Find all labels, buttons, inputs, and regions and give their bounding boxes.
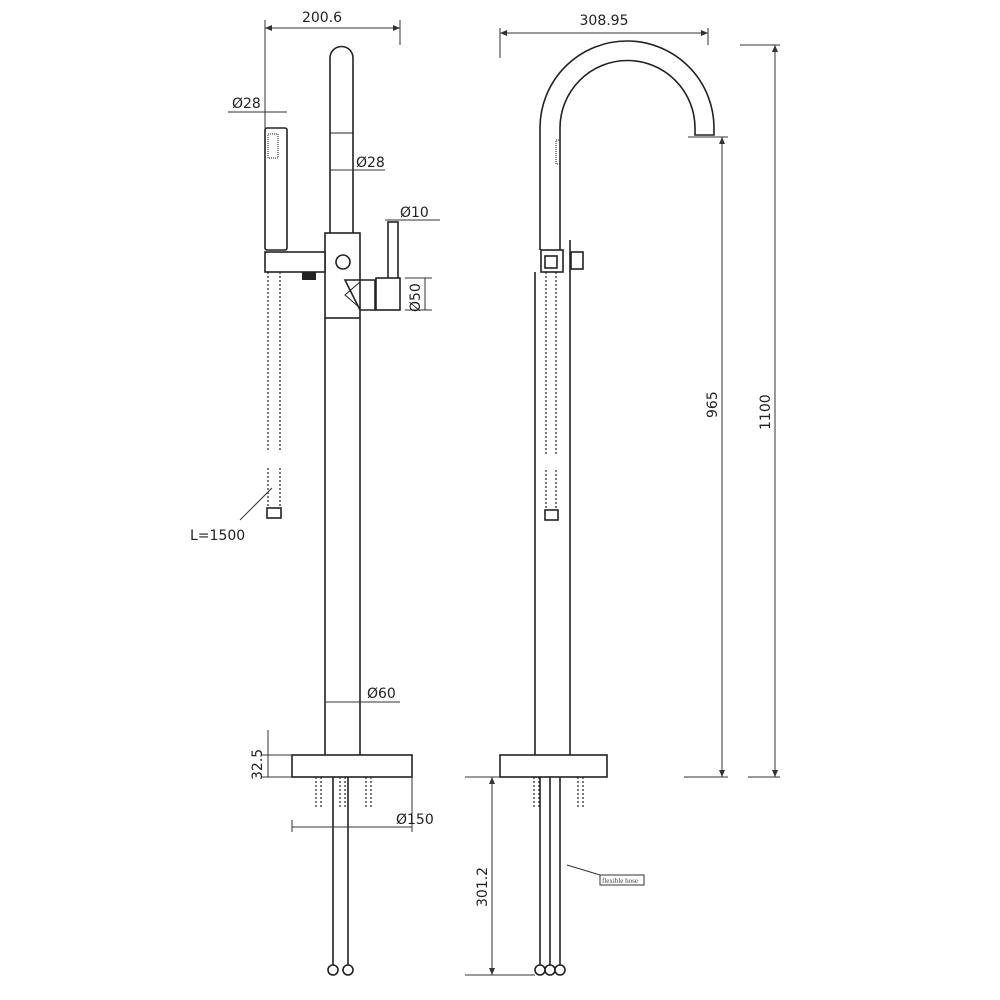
diverter-knob xyxy=(335,254,351,270)
supply-tails xyxy=(315,777,372,808)
side-base-plate xyxy=(499,754,608,778)
lever xyxy=(387,221,399,283)
handshower xyxy=(264,127,288,251)
base-plate xyxy=(291,754,413,778)
gooseneck-spout xyxy=(539,40,715,250)
width-dimension: 200.6 xyxy=(302,10,342,26)
handle-diameter: Ø50 xyxy=(408,283,424,312)
reach-dimension: 308.95 xyxy=(580,13,629,29)
handshower-holder xyxy=(264,251,326,273)
handle xyxy=(375,277,401,311)
base-diameter: Ø150 xyxy=(396,812,434,828)
front-view: 200.6 Ø28 Ø28 Ø10 Ø50 Ø60 32.5 Ø150 L=15… xyxy=(190,10,440,976)
lever-diameter: Ø10 xyxy=(400,205,429,221)
base-height: 32.5 xyxy=(250,749,266,780)
flexible-hose-label: flexible hose xyxy=(602,877,638,885)
spout-height: 965 xyxy=(705,391,721,418)
shower-hose xyxy=(267,272,281,510)
spout-pipe xyxy=(329,45,354,233)
column-diameter: Ø60 xyxy=(367,686,396,702)
total-height: 1100 xyxy=(758,394,774,430)
hose-length: L=1500 xyxy=(190,528,245,544)
side-supply-pipes xyxy=(539,777,561,965)
mixer-body xyxy=(324,232,361,319)
handshower-diameter: Ø28 xyxy=(232,96,261,112)
supply-length: 301.2 xyxy=(475,867,491,907)
spout-diameter: Ø28 xyxy=(356,155,385,171)
side-view: flexible hose 308.95 965 1100 301.2 xyxy=(465,13,780,976)
side-knob xyxy=(570,251,584,270)
supply-pipe xyxy=(332,777,349,965)
side-shower-hose xyxy=(545,272,557,512)
